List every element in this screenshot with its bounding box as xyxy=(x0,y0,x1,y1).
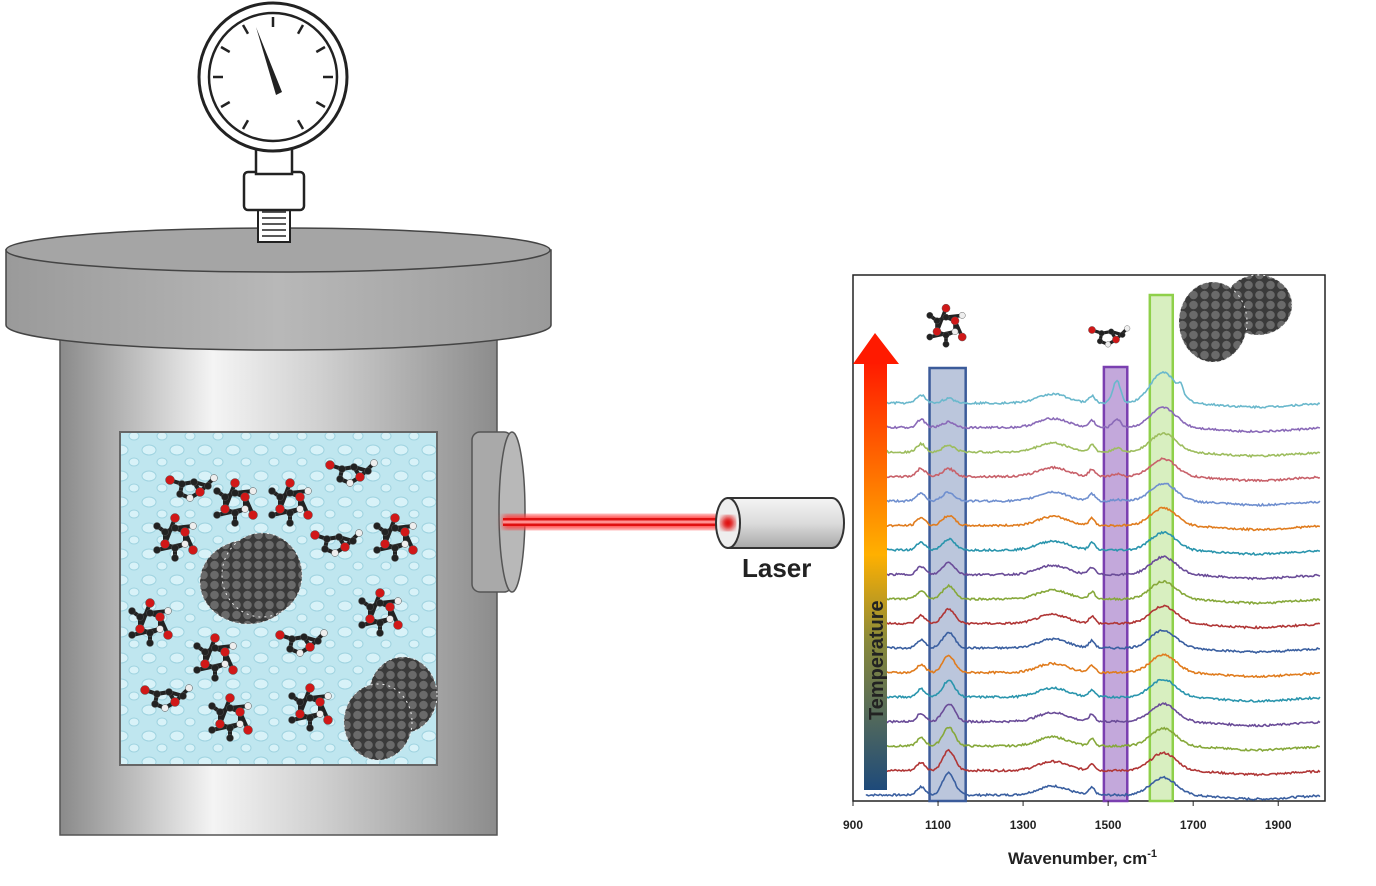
spectrum-line xyxy=(865,702,1321,728)
spectrum-line xyxy=(865,629,1320,655)
hmf-molecule xyxy=(140,684,193,712)
carbon-sphere xyxy=(343,683,413,761)
x-axis-label-text: Wavenumber, cm xyxy=(1008,849,1147,868)
carbon-band xyxy=(1148,293,1175,803)
vessel-lid xyxy=(5,227,552,351)
temperature-arrow: Temperature xyxy=(853,333,899,790)
glucose-molecule xyxy=(213,478,258,527)
spectrum-line xyxy=(865,555,1321,581)
glucose-molecule xyxy=(288,683,333,732)
hmf-molecule xyxy=(1088,325,1131,348)
x-tick-label: 1100 xyxy=(925,818,951,832)
spectrum-line xyxy=(865,370,1321,410)
x-axis-label: Wavenumber, cm-1 xyxy=(1008,848,1157,868)
laser-device xyxy=(715,497,845,549)
hmf-band xyxy=(1102,365,1129,803)
x-axis-label-sup: -1 xyxy=(1147,848,1157,860)
sugar-band xyxy=(928,366,967,803)
x-tick-label: 1500 xyxy=(1095,818,1122,832)
spectrum-line xyxy=(865,726,1320,752)
glucose-molecule xyxy=(268,478,313,527)
spectrum-line xyxy=(865,604,1321,630)
glucose-molecule xyxy=(358,588,403,637)
carbon-particles xyxy=(199,532,438,761)
spectrum-line xyxy=(865,579,1321,606)
hmf-molecule xyxy=(325,459,378,487)
hmf-molecule xyxy=(165,474,218,502)
chart-molecule-icons xyxy=(926,303,1131,348)
spectrum-line xyxy=(865,506,1321,532)
raman-chart: 900 1100 1300 1500 1700 1900 Wavenumber, cm-1… xyxy=(843,274,1326,868)
hmf-molecule xyxy=(310,529,363,557)
spectrum-line xyxy=(865,678,1321,703)
pressure-gauge xyxy=(197,1,349,243)
laser-label: Laser xyxy=(742,553,811,583)
spectrum-line xyxy=(865,530,1321,556)
carbon-sphere-icon xyxy=(1178,281,1248,363)
glucose-molecule xyxy=(128,598,173,647)
plot-frame xyxy=(852,274,1326,802)
glucose-molecule xyxy=(373,513,418,562)
reactor-vessel xyxy=(5,227,552,836)
spectrum-line xyxy=(865,771,1321,801)
glucose-molecule xyxy=(926,303,967,348)
temperature-label: Temperature xyxy=(866,600,888,720)
spectrum-line xyxy=(865,457,1321,483)
x-tick-label: 900 xyxy=(843,818,863,832)
spectrum-line xyxy=(865,406,1321,434)
laser-beam xyxy=(503,515,733,529)
glucose-molecule xyxy=(153,513,198,562)
x-tick-label: 1900 xyxy=(1265,818,1292,832)
spectrum-line xyxy=(865,653,1320,679)
glucose-molecule xyxy=(208,693,253,742)
x-tick-label: 1300 xyxy=(1010,818,1037,832)
spectrum-line xyxy=(865,748,1321,777)
glucose-molecule xyxy=(193,633,238,682)
x-tick-label: 1700 xyxy=(1180,818,1207,832)
molecules xyxy=(128,459,418,742)
spectrum-line xyxy=(865,482,1321,508)
gauge-needle xyxy=(256,27,282,95)
carbon-sphere xyxy=(221,532,303,618)
spectrum-line xyxy=(865,432,1321,459)
hmf-molecule xyxy=(275,629,328,657)
